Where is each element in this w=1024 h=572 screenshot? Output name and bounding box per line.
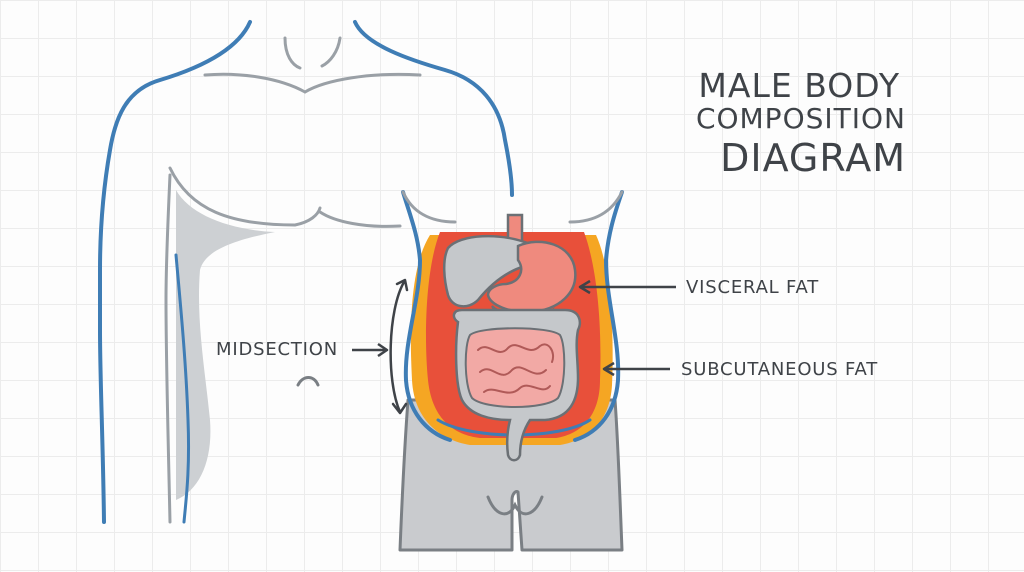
navel xyxy=(296,376,320,387)
abdomen-left-contour xyxy=(401,190,452,442)
small-intestine-coils xyxy=(477,343,554,394)
visceral-fat-label: VISCERAL FAT xyxy=(686,277,820,298)
torso-outline-right-shoulder xyxy=(353,20,514,197)
arm-inner-line xyxy=(164,173,172,524)
subcutaneous-fat-pointer-head xyxy=(602,361,615,377)
arm-blue-edge xyxy=(174,253,191,524)
diagram-title-line-3: DIAGRAM xyxy=(720,136,906,180)
visceral-fat-pointer-head xyxy=(578,279,591,295)
subcutaneous-fat-label: SUBCUTANEOUS FAT xyxy=(681,359,879,380)
neck-left xyxy=(283,36,302,70)
collarbone xyxy=(203,72,422,94)
chest-left xyxy=(168,166,322,227)
neck-right xyxy=(320,36,342,68)
midsection-bracket xyxy=(389,280,406,414)
midsection-pointer-head xyxy=(377,342,389,358)
abdomen-top-left xyxy=(401,190,457,224)
midsection-bracket-arrow-top xyxy=(395,278,409,292)
diagram-title-line-2: COMPOSITION xyxy=(695,102,906,135)
diagram-title-line-1: MALE BODY xyxy=(698,66,900,105)
midsection-bracket-arrow-bottom xyxy=(391,402,408,415)
abdomen-right-contour xyxy=(573,190,624,442)
liver xyxy=(443,234,538,308)
arm-shadow xyxy=(176,190,275,500)
abdomen-top-right xyxy=(568,190,624,224)
torso-outline xyxy=(98,20,252,524)
midsection-label: MIDSECTION xyxy=(216,339,339,360)
chest-right xyxy=(318,210,402,228)
groin-line xyxy=(486,495,544,516)
